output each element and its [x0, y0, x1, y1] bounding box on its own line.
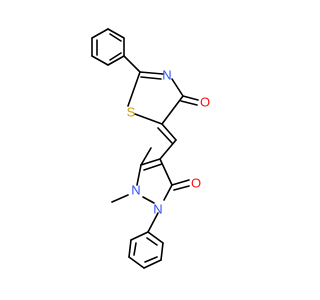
bond — [91, 55, 109, 66]
bond — [91, 28, 109, 39]
bond — [147, 231, 164, 244]
bond — [146, 237, 158, 246]
bond — [161, 95, 184, 125]
bond — [143, 259, 162, 269]
bond — [128, 239, 132, 258]
bond — [161, 123, 177, 141]
atom-labels: N O S N N O — [127, 68, 210, 217]
bond — [159, 158, 173, 186]
bond — [127, 71, 141, 107]
bond — [147, 212, 159, 233]
bond — [111, 194, 129, 203]
bond — [173, 185, 190, 191]
atom-label-nitrogen-pyrazolone-1: N — [153, 202, 162, 217]
bond — [159, 139, 177, 160]
bond — [139, 71, 164, 75]
bond — [109, 52, 122, 61]
bond — [140, 147, 152, 166]
bond — [134, 113, 163, 125]
bond — [133, 242, 137, 256]
bond — [144, 256, 158, 263]
bond — [163, 184, 173, 201]
bond — [128, 256, 145, 269]
atom-label-nitrogen-thiazole: N — [162, 68, 171, 83]
bond — [136, 164, 142, 186]
bond — [140, 158, 161, 166]
atom-label-oxygen-thiazolone: O — [200, 95, 210, 110]
bond — [123, 55, 141, 73]
bond — [107, 55, 125, 66]
bond — [140, 76, 162, 80]
bond — [143, 163, 163, 171]
bond — [157, 127, 173, 144]
bond — [109, 33, 122, 42]
molecule-structure-drawing: N O S N N O — [91, 28, 210, 269]
atom-label-nitrogen-pyrazolone-2: N — [131, 183, 140, 198]
bond — [160, 242, 164, 261]
bond — [171, 78, 184, 97]
bond — [180, 100, 198, 106]
bond — [130, 231, 149, 241]
bonds — [91, 28, 199, 269]
bond — [142, 196, 155, 204]
atom-label-oxygen-pyrazolone: O — [191, 176, 201, 191]
bond — [182, 95, 199, 101]
bond — [171, 179, 190, 186]
bond — [107, 28, 125, 39]
atom-label-sulfur-thiazole: S — [127, 105, 136, 120]
